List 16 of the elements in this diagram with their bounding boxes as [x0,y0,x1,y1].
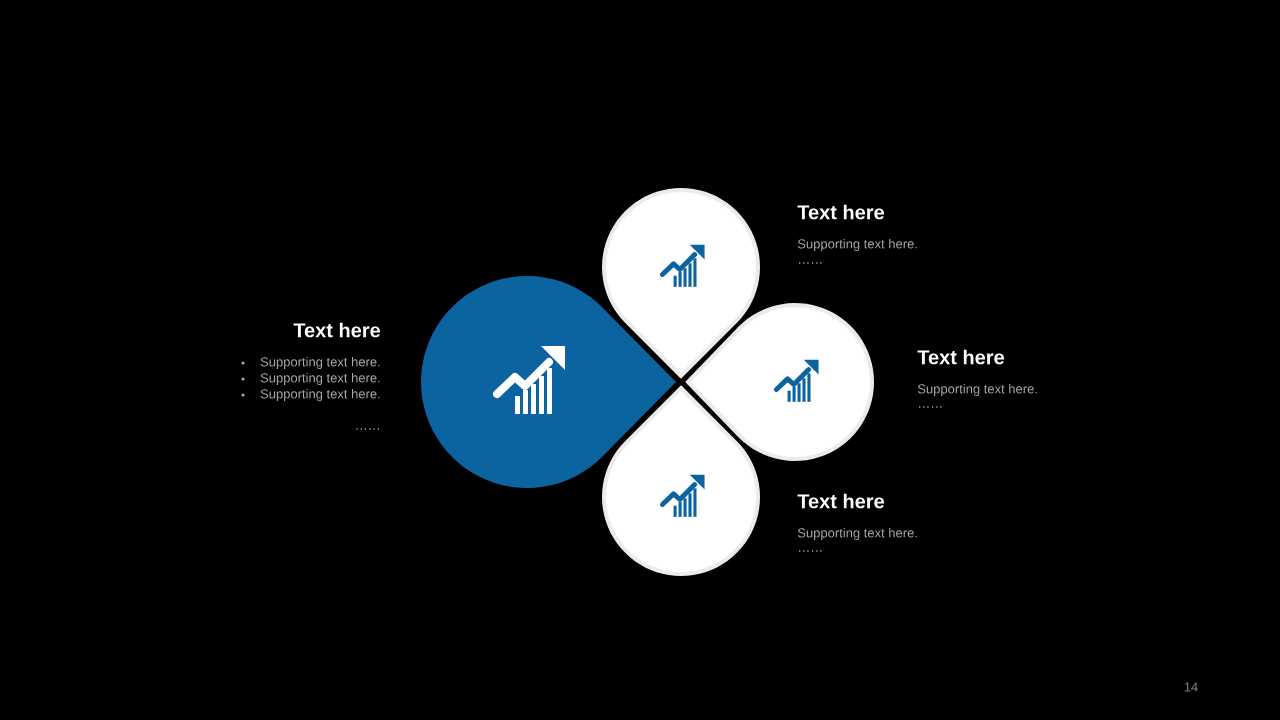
heading: Text here [797,204,884,220]
heading: Text here [293,322,381,338]
supporting-text: Supporting text here. [917,383,1037,397]
supporting-text: Supporting text here. [260,388,380,402]
teardrop-shape [421,276,676,488]
heading: Text here [917,349,1004,365]
ellipsis: …… [919,406,942,408]
supporting-text: Supporting text here. [260,372,380,386]
supporting-text: Supporting text here. [260,356,380,370]
supporting-text: Supporting text here. [797,238,917,252]
ellipsis: …… [356,428,379,430]
heading: Text here [797,493,884,509]
ellipsis: …… [799,262,822,264]
page-number: 14 [1184,682,1198,692]
ellipsis: …… [799,550,822,552]
supporting-text: Supporting text here. [797,527,917,541]
